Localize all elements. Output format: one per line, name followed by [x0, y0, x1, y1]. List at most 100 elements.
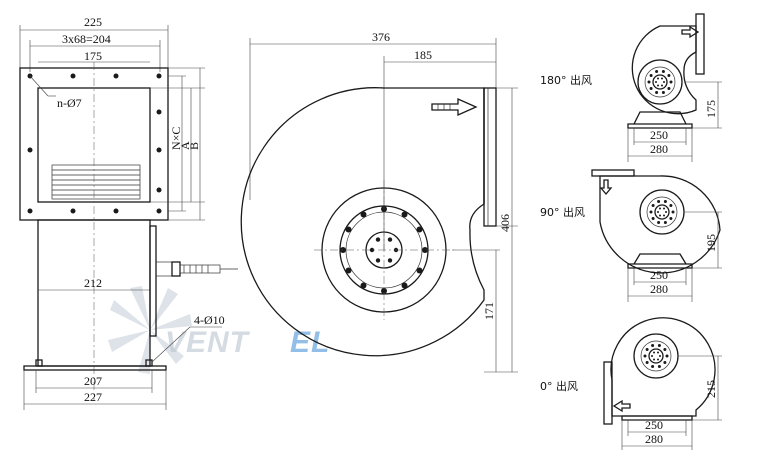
- dim-width-outer-90: 280: [650, 282, 668, 296]
- bolt: [649, 210, 653, 214]
- bolt: [651, 364, 655, 368]
- bolt: [653, 351, 655, 354]
- bolt: [663, 207, 665, 210]
- bolt: [665, 354, 669, 358]
- base-plate: [23, 365, 167, 371]
- orientation-label-90: 90° 出风: [540, 205, 585, 219]
- impeller-blades: [51, 164, 141, 200]
- dim-width-inner-90: 250: [650, 268, 668, 282]
- bolt: [661, 90, 665, 94]
- dim-width-outer-0: 280: [645, 432, 663, 446]
- dim-width-outer-180: 280: [650, 142, 668, 156]
- dim-height-90: 195: [704, 234, 718, 252]
- bolt: [663, 348, 667, 352]
- dim-hole-spacing: 3x68=204: [62, 32, 111, 46]
- dim-base-inner: 207: [84, 374, 102, 388]
- dim-holes: n-Ø7: [57, 96, 82, 110]
- bolt: [643, 354, 647, 358]
- dim-height-180: 175: [704, 100, 718, 118]
- bolt: [657, 344, 661, 348]
- bolt: [651, 355, 653, 357]
- outlet-arrow-icon: [681, 25, 700, 39]
- dim-nc: N×C: [169, 127, 183, 150]
- orientation-180: 180° 出风 250 280 175: [540, 13, 722, 162]
- scroll-housing: [240, 87, 485, 357]
- outlet-arrow-icon-90: [599, 179, 613, 196]
- bolt: [645, 360, 649, 364]
- bolt: [345, 267, 352, 274]
- dim-b: B: [187, 142, 201, 150]
- bolt: [369, 247, 375, 253]
- dim-inner: 175: [84, 49, 102, 63]
- motor-connector: [149, 225, 238, 337]
- bolt: [649, 86, 653, 90]
- orientation-label-180: 180° 出风: [540, 73, 592, 87]
- dim-a: A: [178, 141, 192, 150]
- bolt: [669, 80, 673, 84]
- bolt: [655, 70, 659, 74]
- bolt: [657, 364, 661, 368]
- bolt: [663, 81, 665, 83]
- bolt: [655, 90, 659, 94]
- bolt: [647, 80, 651, 84]
- bolt: [659, 355, 661, 357]
- watermark-logo: VENT EL: [108, 286, 330, 374]
- bolt: [657, 211, 659, 213]
- bolt: [659, 207, 661, 210]
- dim-base-outer: 227: [84, 390, 102, 404]
- bolt: [669, 216, 673, 220]
- bolt: [422, 247, 428, 253]
- bolt: [375, 258, 381, 263]
- dim-width-inner-180: 250: [650, 128, 668, 142]
- bolt: [649, 74, 653, 78]
- side-view: 376 185 406 171: [240, 30, 518, 373]
- bolt: [665, 211, 667, 213]
- bolt: [667, 74, 671, 78]
- orientation-0: 0° 出风 250 280 215: [540, 317, 722, 450]
- bolt: [661, 84, 663, 87]
- bolt: [416, 226, 423, 233]
- bolt: [657, 358, 659, 361]
- bolt: [667, 86, 671, 90]
- dim-height-0: 215: [704, 380, 718, 398]
- bolt: [657, 220, 661, 224]
- bolt: [657, 351, 659, 354]
- orientation-90: 90° 出风 250 280 195: [540, 169, 722, 302]
- bolt: [669, 204, 673, 208]
- dim-width-total: 225: [84, 15, 102, 29]
- bolt: [661, 77, 663, 80]
- airflow-arrow-icon: [431, 97, 478, 117]
- outlet-arrow-icon-0: [612, 399, 631, 413]
- bolt: [645, 348, 649, 352]
- bolt: [659, 214, 661, 217]
- bolt: [345, 226, 352, 233]
- hub-bolts: [340, 206, 428, 294]
- bolt: [387, 258, 393, 263]
- watermark-text-b: EL: [290, 326, 330, 359]
- dim-total-width: 376: [372, 30, 390, 44]
- bolt: [657, 77, 659, 80]
- bolt: [657, 200, 661, 204]
- bolt: [387, 237, 393, 242]
- bolt: [651, 204, 655, 208]
- bolt: [663, 200, 667, 204]
- flange-holes: [27, 73, 162, 214]
- watermark-text-a: VENT: [165, 326, 251, 359]
- bolt: [657, 84, 659, 87]
- dim-outlet-offset: 185: [414, 48, 432, 62]
- bolt: [416, 267, 423, 274]
- dim-height: 406: [498, 214, 512, 232]
- dim-housing: 212: [84, 276, 102, 290]
- bolt: [663, 220, 667, 224]
- dim-center-height: 171: [482, 302, 496, 320]
- bolt: [381, 288, 387, 294]
- front-view: 225 3x68=204 175 n-Ø7: [19, 15, 238, 410]
- bolt: [663, 360, 667, 364]
- bolt: [375, 237, 381, 242]
- bolt: [401, 282, 408, 289]
- bolt: [651, 216, 655, 220]
- dim-width-inner-0: 250: [645, 418, 663, 432]
- bolt: [655, 81, 657, 83]
